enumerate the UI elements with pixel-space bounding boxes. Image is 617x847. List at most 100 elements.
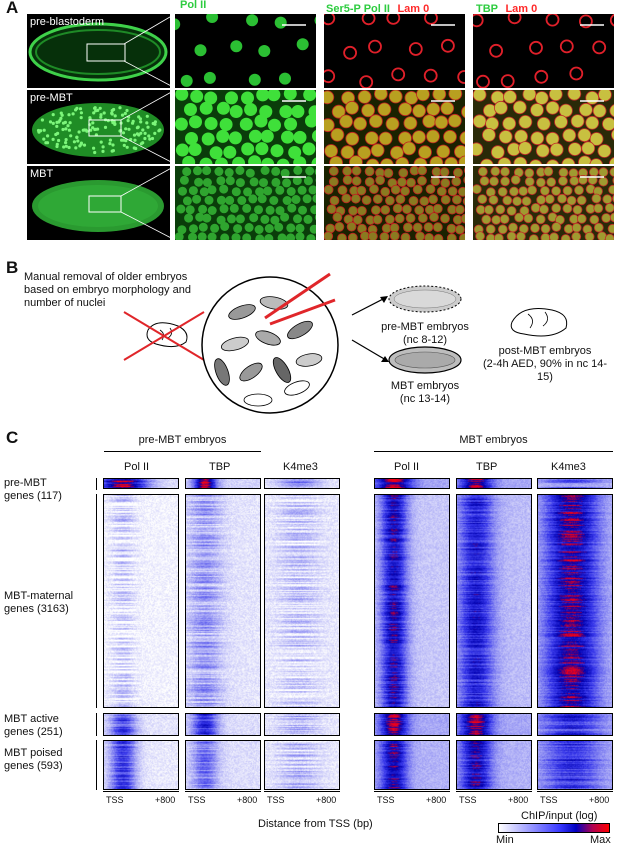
x-axis-4: [456, 791, 532, 792]
heatmap-c0-r0: [103, 478, 179, 489]
micro-tile-r1-c1: [324, 90, 465, 164]
heatmap-c5-r1: [537, 494, 613, 708]
embryo-preblastoderm-graphic: [28, 22, 168, 82]
row-label-premb: pre-MBT: [30, 92, 73, 104]
heatmap-c3-r2: [374, 713, 450, 736]
heatmap-c0-r2: [103, 713, 179, 736]
row-name-3: MBT poised: [4, 747, 63, 759]
heatmap-c3-r0: [374, 478, 450, 489]
manual-line-2: based on embryo morphology and: [24, 284, 191, 296]
panel-a-letter: A: [6, 0, 19, 17]
mbt-embryos-label: MBT embryos (nc 13-14): [370, 380, 480, 406]
group-line-pre-mbt: [104, 451, 261, 452]
heatmap-c1-r3: [185, 740, 261, 790]
bracket-maternal: [96, 494, 97, 708]
x-axis-5: [537, 791, 613, 792]
bracket-poised: [96, 740, 97, 790]
heatmap-c2-r3: [264, 740, 340, 790]
heatmap-c5-r2: [537, 713, 613, 736]
row-label-mbt-poised-genes: MBT poised genes (593): [4, 747, 94, 773]
manual-line-3: number of nuclei: [24, 297, 106, 309]
row-label-mbt-maternal-genes: MBT-maternal genes (3163): [4, 590, 100, 616]
group-label-pre-mbt: pre-MBT embryos: [138, 434, 227, 446]
heatmap-c1-r2: [185, 713, 261, 736]
micro-tile-r0-c1: [324, 14, 465, 88]
colorbar-max: Max: [590, 834, 611, 846]
tick-800-3: +800: [426, 795, 447, 805]
micro-tile-r0-c0: [175, 14, 316, 88]
x-axis-2: [264, 791, 340, 792]
row-name-0: pre-MBT: [4, 477, 47, 489]
sorting-diagram: [123, 272, 568, 414]
pre-mbt-embryos-label: pre-MBT embryos (nc 8-12): [370, 321, 480, 347]
group-label-mbt: MBT embryos: [459, 434, 528, 446]
tbp-label: TBP: [476, 3, 498, 15]
tick-tss-4: TSS: [459, 795, 477, 805]
micro-tile-r1-c0: [175, 90, 316, 164]
col-label-2: K4me3: [283, 461, 318, 473]
embryo-premb-graphic: [32, 103, 164, 157]
heatmap-c4-r1: [456, 494, 532, 708]
tick-tss-5: TSS: [540, 795, 558, 805]
crossed-embryo-icon: [123, 311, 205, 361]
colorbar: [498, 823, 610, 833]
tick-800-5: +800: [589, 795, 610, 805]
post-mbt-title: post-MBT embryos: [498, 345, 592, 357]
heatmap-c2-r1: [264, 494, 340, 708]
post-mbt-embryos-label: post-MBT embryos (2-4h AED, 90% in nc 14…: [475, 345, 615, 384]
col-label-5: K4me3: [551, 461, 586, 473]
lam0-label-2: Lam 0: [505, 3, 538, 15]
row-label-mbt: MBT: [30, 168, 54, 180]
col-header-tbp: TBP Lam 0: [476, 0, 537, 17]
tick-tss-1: TSS: [188, 795, 206, 805]
x-axis-3: [374, 791, 450, 792]
col-header-ser5: Ser5-P Pol II Lam 0: [326, 0, 429, 17]
heatmap-c3-r3: [374, 740, 450, 790]
panel-b-letter: B: [6, 258, 19, 277]
colorbar-min: Min: [496, 834, 514, 846]
col-label-1: TBP: [209, 461, 231, 473]
heatmap-c4-r0: [456, 478, 532, 489]
micro-tile-r1-c2: [473, 90, 614, 164]
x-axis-0: [103, 791, 179, 792]
x-axis-1: [185, 791, 261, 792]
pre-mbt-sub: (nc 8-12): [402, 334, 448, 346]
embryo-mbt-graphic: [32, 180, 164, 232]
row-count-3: genes (593): [4, 760, 63, 772]
micro-tile-r0-c2: [473, 14, 614, 88]
col-header-pol2: Pol II: [180, 0, 207, 11]
embryo-image-premb: pre-MBT: [27, 90, 170, 164]
heatmap-c1-r0: [185, 478, 261, 489]
tick-tss-0: TSS: [106, 795, 124, 805]
col-label-0: Pol II: [124, 461, 150, 473]
heatmap-c5-r0: [537, 478, 613, 489]
lam0-label-1: Lam 0: [397, 3, 430, 15]
row-name-2: MBT active: [4, 713, 59, 725]
colorbar-title: ChIP/input (log): [521, 810, 598, 822]
heatmap-c2-r0: [264, 478, 340, 489]
pre-mbt-title: pre-MBT embryos: [381, 321, 469, 333]
micro-tile-r2-c0: [175, 166, 316, 240]
heatmap-c0-r3: [103, 740, 179, 790]
bracket-pre-mbt: [96, 478, 97, 490]
heatmap-c1-r1: [185, 494, 261, 708]
heatmap-c2-r2: [264, 713, 340, 736]
heatmap-c4-r3: [456, 740, 532, 790]
manual-line-1: Manual removal of older embryos: [24, 271, 188, 283]
row-label-pre-mbt-genes: pre-MBT genes (117): [4, 477, 94, 503]
heatmap-c4-r2: [456, 713, 532, 736]
tick-800-2: +800: [316, 795, 337, 805]
row-count-2: genes (251): [4, 726, 63, 738]
heatmap-c5-r3: [537, 740, 613, 790]
ser5-label: Ser5-P Pol II: [326, 3, 390, 15]
embryo-image-preblastoderm: pre-blastoderm: [27, 14, 170, 88]
row-label-mbt-active-genes: MBT active genes (251): [4, 713, 94, 739]
group-line-mbt: [374, 451, 613, 452]
micro-tile-r2-c2: [473, 166, 614, 240]
row-count-0: genes (117): [4, 490, 62, 502]
row-label-preblastoderm: pre-blastoderm: [30, 16, 104, 28]
tick-800-1: +800: [237, 795, 258, 805]
bracket-active: [96, 713, 97, 736]
panel-c-letter: C: [6, 428, 19, 447]
tick-800-0: +800: [155, 795, 176, 805]
